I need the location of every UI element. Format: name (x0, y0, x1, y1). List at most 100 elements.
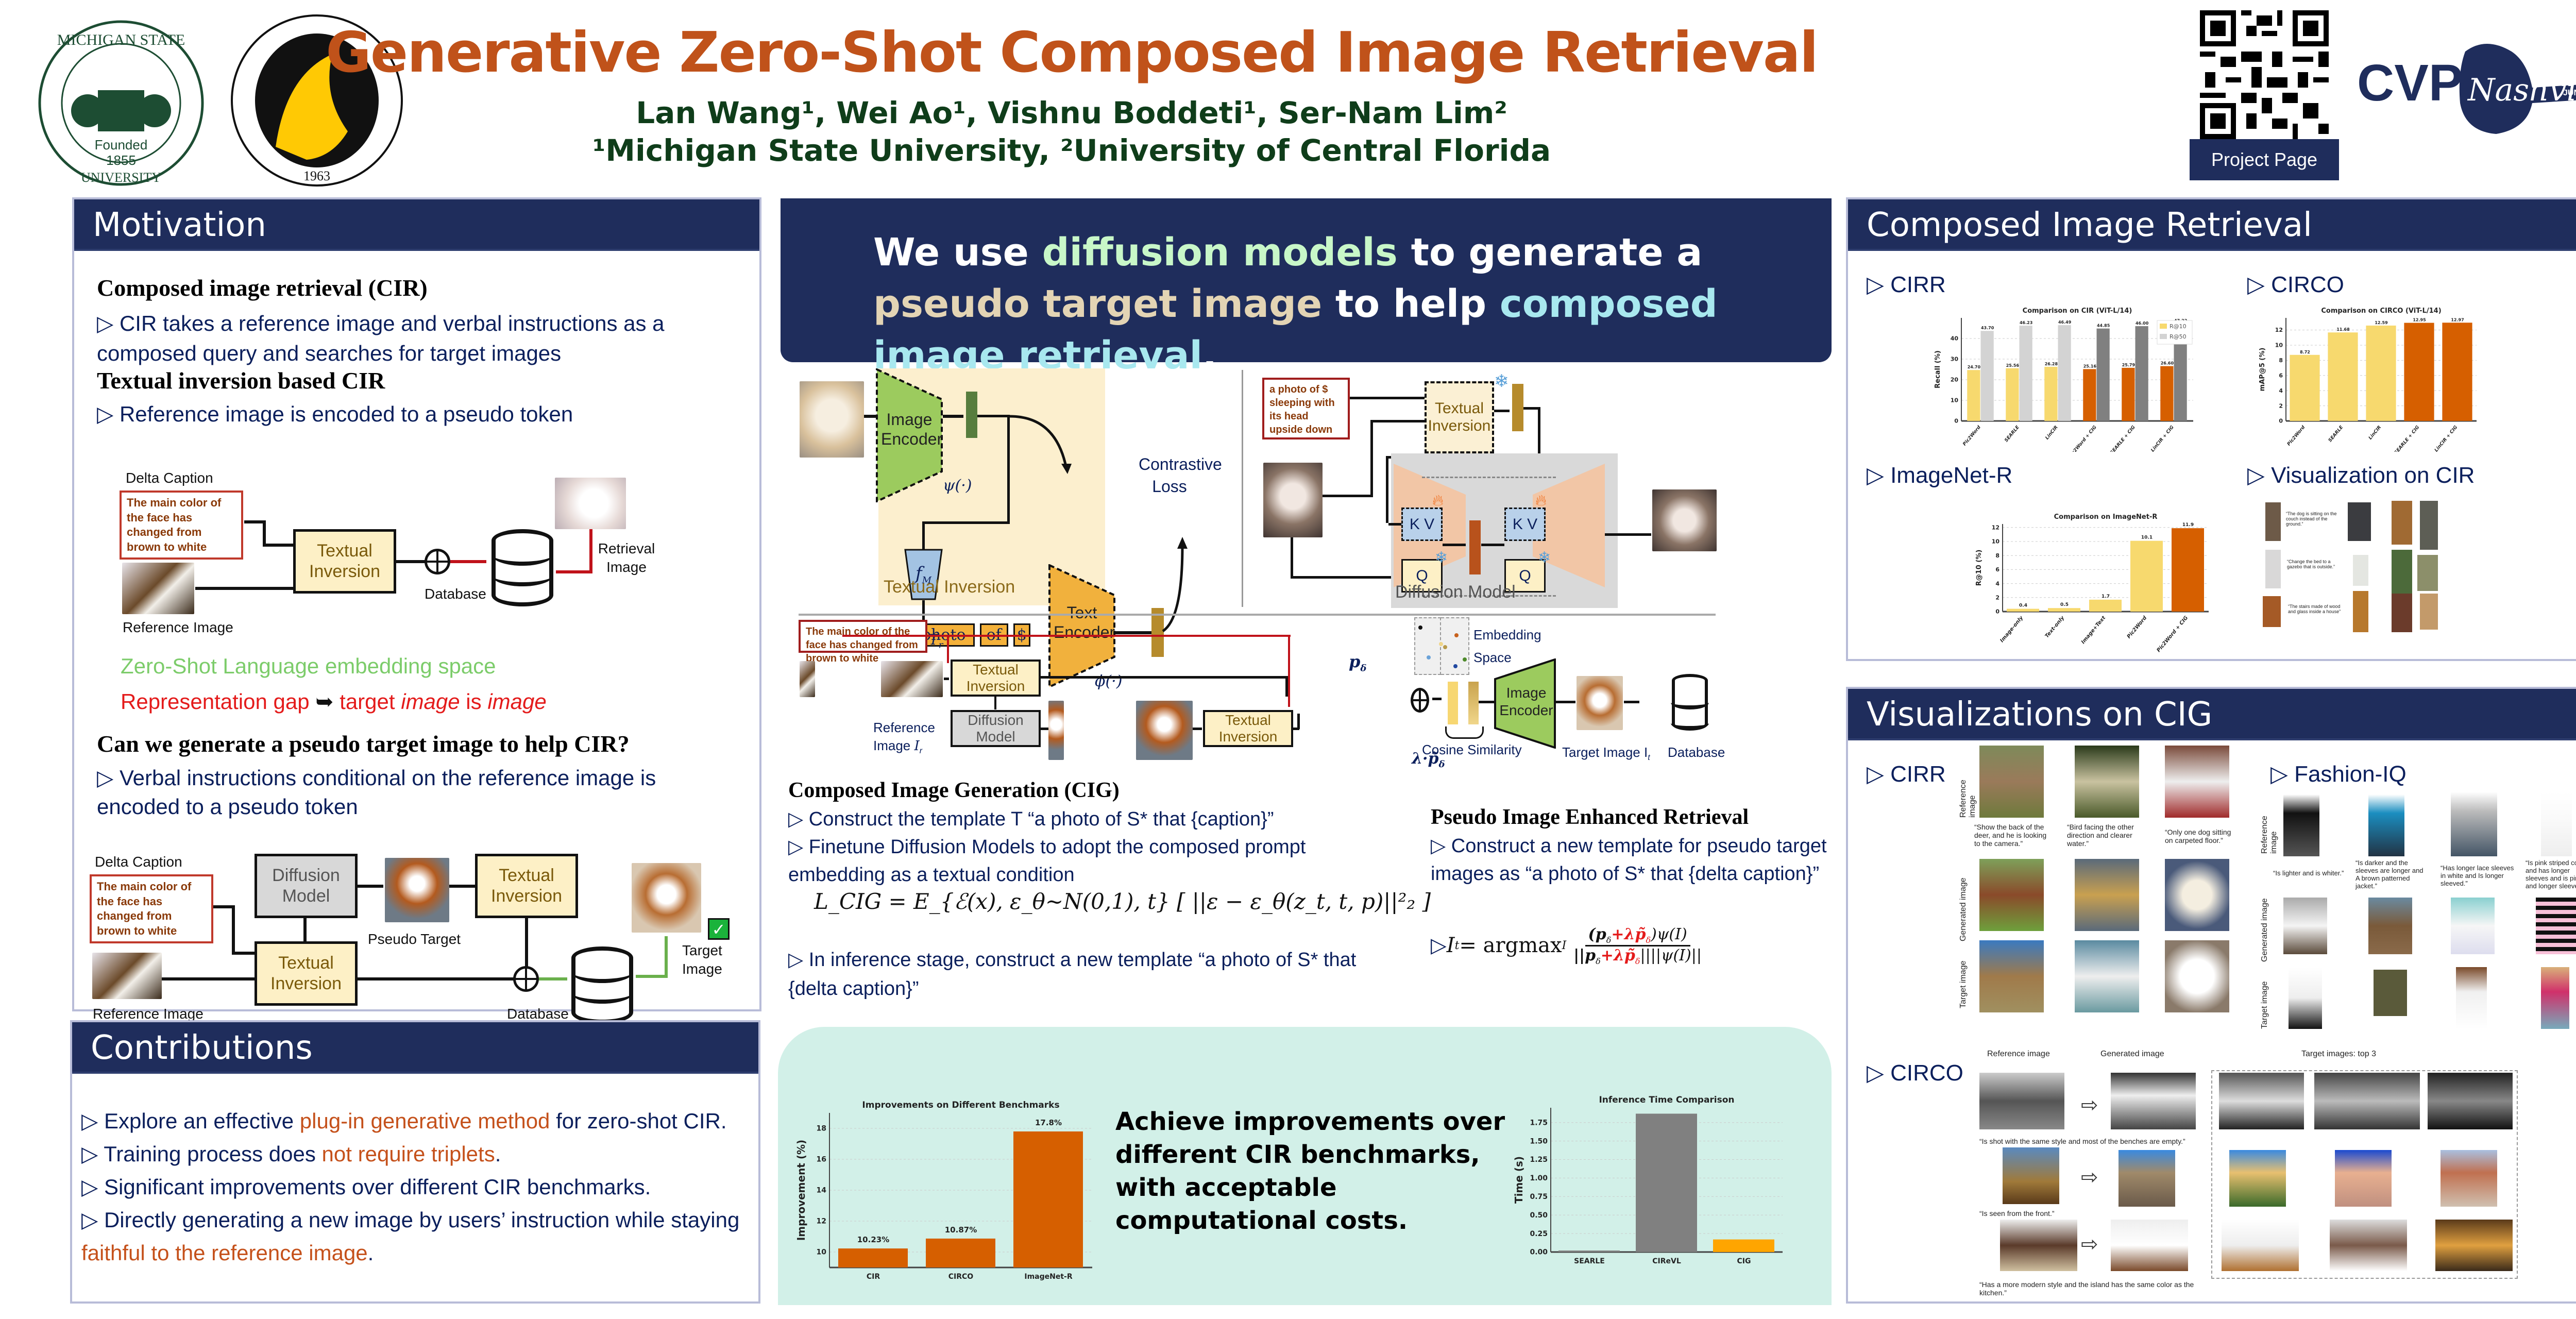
legend-label: R@10 (2170, 323, 2187, 330)
contrastive-loss-label: Contrastive Loss (1139, 455, 1222, 496)
data-label: 17.8% (1035, 1118, 1062, 1127)
fashion-caption: “Is pink striped color and has longer sl… (2526, 859, 2576, 890)
cig-bullet: ▷ Construct the template T “a photo of S… (788, 808, 1274, 830)
svg-text:MICHIGAN STATE: MICHIGAN STATE (57, 31, 185, 48)
target-image (632, 863, 701, 933)
x-tick-label: SEARLE (2328, 425, 2345, 444)
textual-inversion-box: Textual Inversion (293, 529, 396, 594)
y-tick-label: 8 (1995, 552, 1999, 559)
data-label: 25.79 (2122, 363, 2136, 367)
bar (2130, 540, 2163, 612)
svg-text:1963: 1963 (303, 168, 330, 183)
legend-swatch (2160, 324, 2167, 329)
chart-title: Improvements on Different Benchmarks (862, 1100, 1059, 1110)
pseudo-target-image (385, 858, 449, 922)
y-tick-label: 1.25 (1530, 1156, 1548, 1164)
textual-inversion-box-b: Textual Inversion (475, 854, 578, 918)
database-label: Database (425, 586, 486, 602)
data-label: 10.87% (945, 1225, 977, 1235)
circo-target (2435, 1220, 2513, 1271)
cig-circo-subheading: ▷ CIRCO (1867, 1060, 1963, 1086)
x-tick-label: Pic2Word (2286, 425, 2307, 447)
y-tick-label: 12 (817, 1217, 826, 1226)
project-page-button[interactable]: Project Page (2190, 139, 2339, 180)
data-label: 0.4 (2019, 603, 2027, 608)
data-label: 46.23 (2020, 320, 2032, 325)
y-tick-label: 0.50 (1530, 1211, 1548, 1220)
y-tick-label: 20 (1951, 377, 1959, 383)
bar (838, 1248, 908, 1267)
image-encoder-shape: Image Encoder (876, 367, 943, 503)
legend-swatch (2160, 334, 2167, 339)
image-encoder-shape-2: Image Encoder (1494, 658, 1556, 749)
contribution-item: ▷ Directly generating a new image by use… (81, 1208, 740, 1265)
circo-caption: “Is seen from the front.” (1979, 1209, 2055, 1217)
snowflake-icon: ❄ (1435, 549, 1448, 566)
y-tick-label: 10 (1951, 397, 1959, 404)
triangle-icon: ▷ (97, 402, 120, 426)
thumb-image (2265, 550, 2281, 588)
cirr-caption: “Only one dog sitting on carpeted floor.… (2165, 828, 2231, 844)
pseudo-target-label: Pseudo Target (368, 931, 461, 947)
x-tick-label: Pic2Word + CIG (2067, 425, 2097, 452)
dog-generated (2165, 859, 2229, 931)
y-tick-label: 0 (1995, 608, 1999, 615)
poster-title: Generative Zero-Shot Composed Image Retr… (326, 21, 1819, 85)
pseudo-puppy-image (1136, 701, 1193, 760)
image-feature-token (966, 392, 977, 438)
y-tick-label: 1.75 (1530, 1119, 1548, 1127)
circo-caption: “Is shot with the same style and most of… (1979, 1137, 2185, 1145)
data-label: 1.7 (2102, 594, 2110, 599)
bar (2048, 608, 2080, 612)
x-tick-label: CIRCO (948, 1273, 974, 1281)
beagle-reference-image-4 (881, 661, 943, 697)
prompt-box: a photo of $ sleeping with its head upsi… (1262, 378, 1350, 439)
circo-generated (2119, 1150, 2175, 1207)
contribution-item: ▷ Significant improvements over differen… (81, 1175, 651, 1199)
fashion-subheading: ▷ Fashion-IQ (2270, 762, 2406, 787)
database-icon-3 (1671, 674, 1709, 731)
data-label: 26.28 (2045, 362, 2058, 366)
row-label: Target image (2260, 981, 2269, 1029)
imagenet-subheading: ▷ ImageNet-R (1867, 463, 2013, 488)
x-tick-label: SEARLE (1574, 1257, 1605, 1265)
dog-input-image (800, 381, 864, 458)
x-tick-label: CIR (867, 1273, 880, 1281)
cir-panel: Composed Image Retrieval ▷ CIRR ▷ CIRCO … (1846, 197, 2576, 661)
triangle-icon: ▷ (788, 949, 809, 971)
y-tick-label: 0.75 (1530, 1193, 1548, 1201)
triangle-icon: ▷ (81, 1142, 104, 1166)
delta-caption-label-2: Delta Caption (95, 854, 182, 870)
reference-image-label-2: Reference Image (93, 1006, 204, 1022)
oplus-icon-3 (1411, 688, 1429, 713)
ti-heading: Textual inversion based CIR (97, 367, 385, 394)
cir-visualization-grid: “The dog is sitting on the couch instead… (2255, 498, 2518, 653)
cvpr-logo: CVPR Nashville JUNE 11-15, 2025 (2357, 31, 2576, 134)
database-icon (492, 529, 553, 606)
circo-target (2335, 1150, 2392, 1207)
contributions-panel: Contributions ▷ Explore an effective plu… (70, 1020, 760, 1304)
embedding-dots (1418, 625, 1467, 668)
deer-reference (1979, 746, 2044, 818)
arrow-icon: ➥ (315, 689, 334, 714)
representation-gap-text: Representation gap ➥ target image is ima… (121, 689, 547, 714)
circo-generated (2111, 1073, 2196, 1129)
y-tick-label: 12 (1992, 524, 1999, 531)
circo-target (2229, 1150, 2286, 1207)
circo-subheading: ▷ CIRCO (2247, 272, 2344, 297)
data-label: 11.68 (2336, 327, 2350, 332)
embedding-space-label: Embedding Space (1473, 627, 1541, 666)
qr-code[interactable] (2200, 10, 2329, 139)
pelican-generated (2075, 859, 2139, 931)
vis-caption: “The dog is sitting on the couch instead… (2286, 511, 2337, 527)
poster-authors: Lan Wang¹, Wei Ao¹, Vishnu Boddeti¹, Ser… (636, 95, 1507, 130)
fashion-reference (2283, 794, 2319, 856)
contribution-item: ▷ Explore an effective plug-in generativ… (81, 1109, 727, 1133)
x-tick-label: ImageNet-R (1024, 1273, 1072, 1281)
hollow-arrow-icon: ⇨ (2081, 1166, 2098, 1189)
snowflake-icon: ❄ (1538, 549, 1551, 566)
cir-bullet: ▷ CIR takes a reference image and verbal… (97, 311, 665, 365)
data-label: 46.49 (2058, 320, 2072, 325)
fashion-reference (2541, 792, 2572, 856)
